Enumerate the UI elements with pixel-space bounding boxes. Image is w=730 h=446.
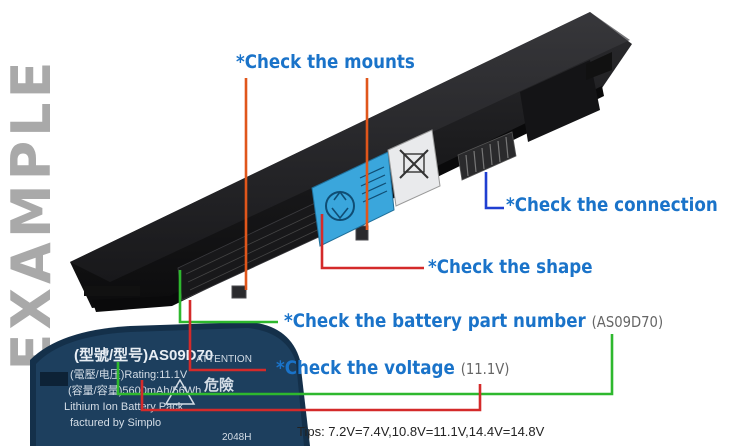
callout-part-number-text: *Check the battery part number [284, 310, 586, 332]
shape-line [320, 214, 424, 270]
voltage-tips: Tips: 7.2V=7.4V,10.8V=11.1V,14.4V=14.8V [297, 424, 545, 439]
closeup-code: 2048H [222, 432, 251, 443]
closeup-danger: 危險 [204, 376, 234, 394]
callout-voltage-text: *Check the voltage [276, 357, 455, 379]
label-closeup: (型號/型号)AS09D70 (電壓/电压)Rating:11.1V (容量/容… [30, 322, 310, 446]
closeup-model: (型號/型号)AS09D70 [74, 346, 213, 364]
warning-sticker [387, 129, 441, 207]
part-number-line-b [116, 334, 614, 396]
voltage-line-b [140, 380, 482, 412]
battery-connector [457, 131, 517, 181]
callout-shape: *Check the shape [428, 256, 593, 278]
mount-tab-left [231, 285, 247, 299]
warning-triangle-icon [164, 378, 196, 405]
connection-line [484, 172, 504, 210]
callout-voltage: *Check the voltage (11.1V) [276, 357, 509, 379]
voltage-line-a [188, 300, 266, 372]
part-number-line-a [178, 270, 278, 324]
battery-body [70, 12, 632, 312]
callout-connection: *Check the connection [506, 194, 718, 216]
leader-lines [116, 78, 614, 412]
closeup-rating: (電壓/电压)Rating:11.1V [70, 368, 188, 381]
callout-part-number-value: (AS09D70) [591, 313, 664, 331]
closeup-attention: ATTENTION [196, 354, 252, 365]
callout-voltage-value: (11.1V) [460, 360, 510, 378]
closeup-maker: factured by Simplo [70, 417, 161, 429]
callout-part-number: *Check the battery part number (AS09D70) [284, 310, 663, 332]
recycling-sticker [311, 151, 395, 247]
callout-mounts: *Check the mounts [236, 51, 415, 73]
